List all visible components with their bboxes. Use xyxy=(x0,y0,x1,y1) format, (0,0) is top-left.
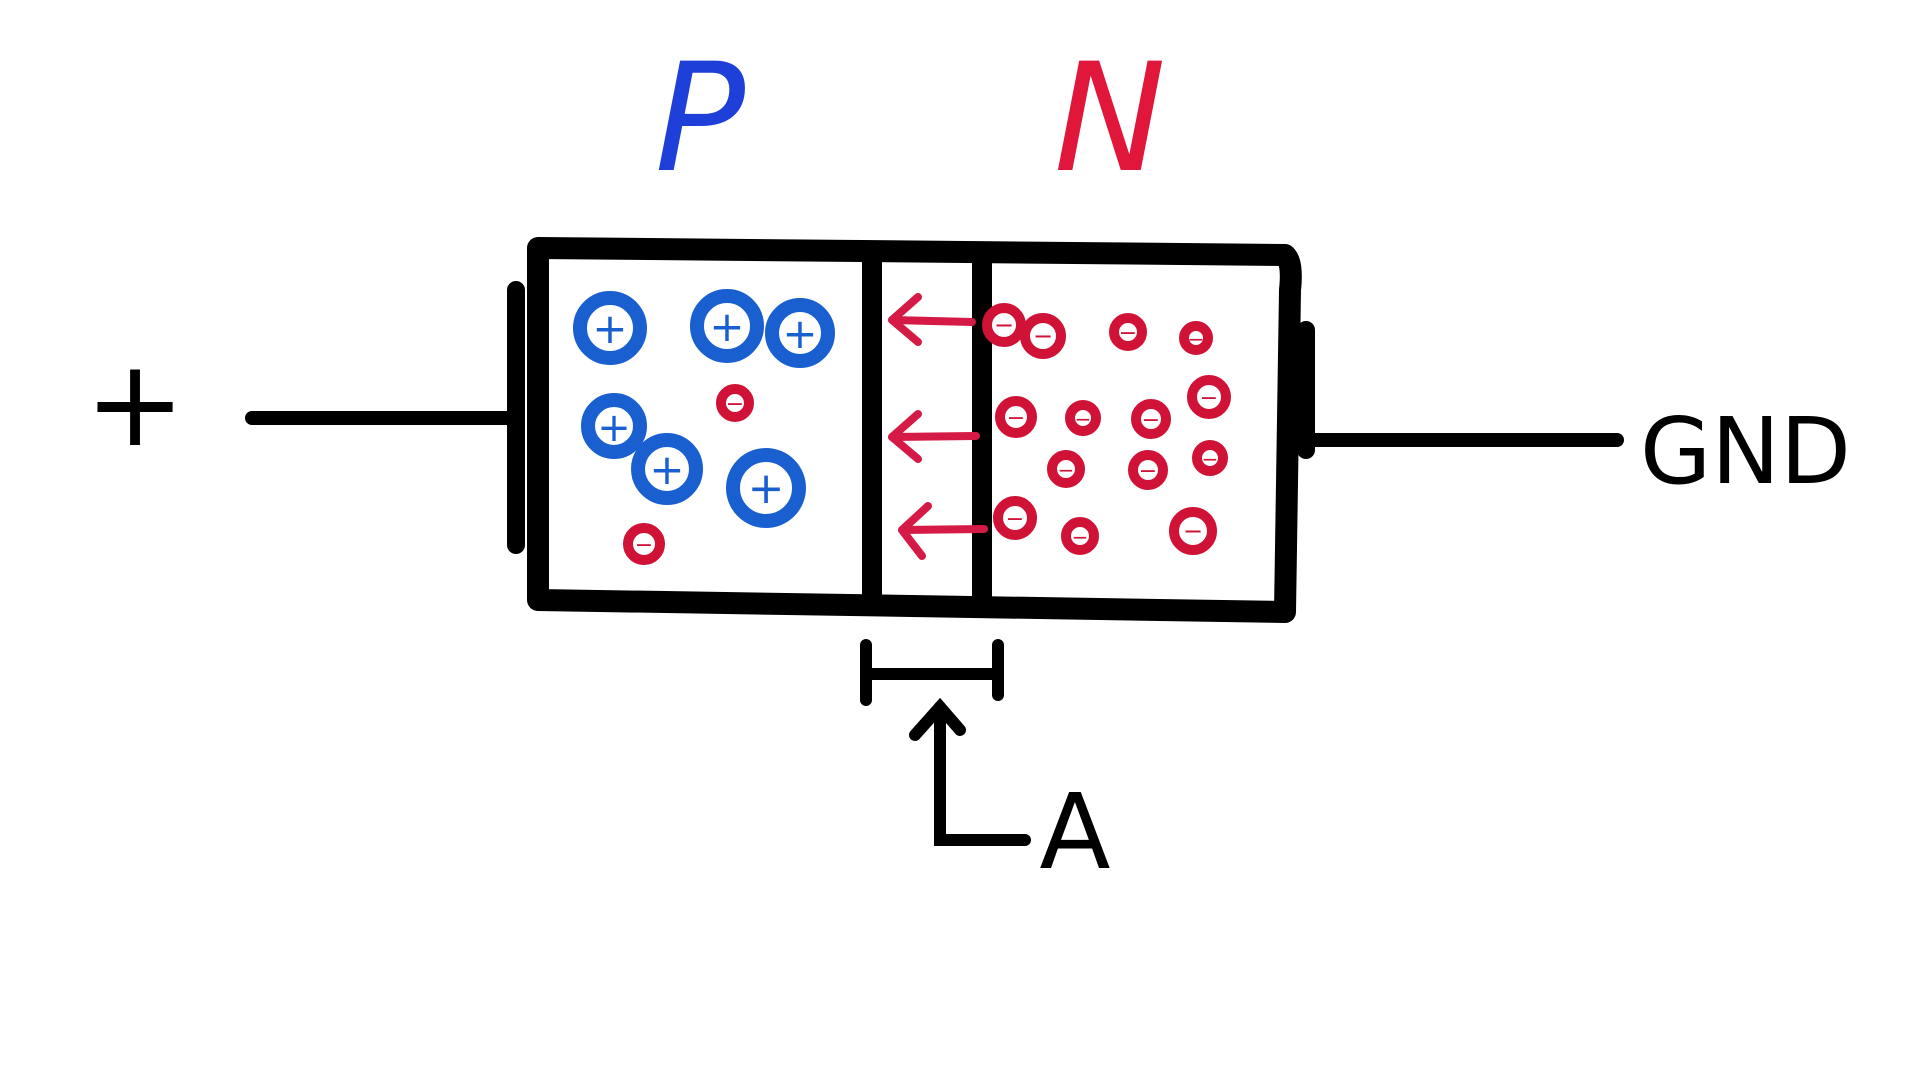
electron-carrier: − xyxy=(1047,450,1085,488)
svg-text:+: + xyxy=(782,309,817,358)
svg-text:−: − xyxy=(1033,322,1053,350)
svg-text:−: − xyxy=(1142,408,1160,433)
drift-arrows xyxy=(888,293,988,560)
pointer-arrow-icon xyxy=(934,701,1031,846)
depletion-marker-label: A xyxy=(1039,771,1110,893)
holes-group: + + + + + + xyxy=(573,289,835,528)
svg-text:−: − xyxy=(1058,458,1075,482)
hole-carrier: + xyxy=(573,291,647,365)
electrons-group: − − − − − − − − − − − − − − − − xyxy=(623,303,1231,565)
electron-carrier: − xyxy=(623,523,665,565)
svg-text:−: − xyxy=(1075,407,1092,431)
svg-text:−: − xyxy=(1072,525,1089,549)
electron-carrier: − xyxy=(1020,313,1066,359)
left-arrow-icon xyxy=(888,293,976,346)
electron-carrier: − xyxy=(1128,450,1168,490)
electron-carrier: − xyxy=(1065,400,1101,436)
electron-carrier: − xyxy=(1061,517,1099,555)
svg-text:+: + xyxy=(592,304,627,353)
electron-carrier: − xyxy=(1179,321,1213,355)
left-arrow-icon xyxy=(898,502,988,560)
left-arrow-icon xyxy=(888,410,980,463)
svg-text:−: − xyxy=(1200,386,1218,411)
svg-text:−: − xyxy=(635,533,653,558)
svg-text:+: + xyxy=(709,302,744,351)
positive-terminal-label: + xyxy=(85,335,186,474)
hole-carrier: + xyxy=(726,448,806,528)
svg-text:−: − xyxy=(1119,321,1137,346)
electron-carrier: − xyxy=(993,496,1037,540)
electron-carrier: − xyxy=(1109,313,1147,351)
svg-text:−: − xyxy=(1188,327,1205,351)
hole-carrier: + xyxy=(631,433,703,505)
p-region-label: P xyxy=(655,32,746,206)
hole-carrier: + xyxy=(581,393,647,459)
hole-carrier: + xyxy=(690,289,764,363)
svg-text:−: − xyxy=(1139,459,1157,484)
electron-carrier: − xyxy=(1169,507,1217,555)
svg-text:−: − xyxy=(726,392,744,417)
depletion-width-marker xyxy=(860,639,1031,846)
ground-terminal-label: GND xyxy=(1640,398,1851,505)
svg-text:+: + xyxy=(597,405,631,451)
svg-text:+: + xyxy=(649,445,684,494)
hole-carrier: + xyxy=(765,298,835,368)
electron-carrier: − xyxy=(716,384,754,422)
svg-text:−: − xyxy=(1006,507,1024,532)
electron-carrier: − xyxy=(1192,440,1228,476)
svg-text:−: − xyxy=(994,311,1014,339)
svg-text:−: − xyxy=(1183,517,1203,545)
electron-carrier: − xyxy=(1131,399,1171,439)
n-region-label: N xyxy=(1054,32,1166,206)
electron-carrier: − xyxy=(995,396,1037,438)
svg-text:+: + xyxy=(748,463,785,514)
electron-carrier: − xyxy=(1187,375,1231,419)
electron-carrier: − xyxy=(982,303,1026,347)
diode-body xyxy=(507,237,1315,623)
svg-text:−: − xyxy=(1202,447,1219,471)
svg-text:−: − xyxy=(1007,406,1025,431)
